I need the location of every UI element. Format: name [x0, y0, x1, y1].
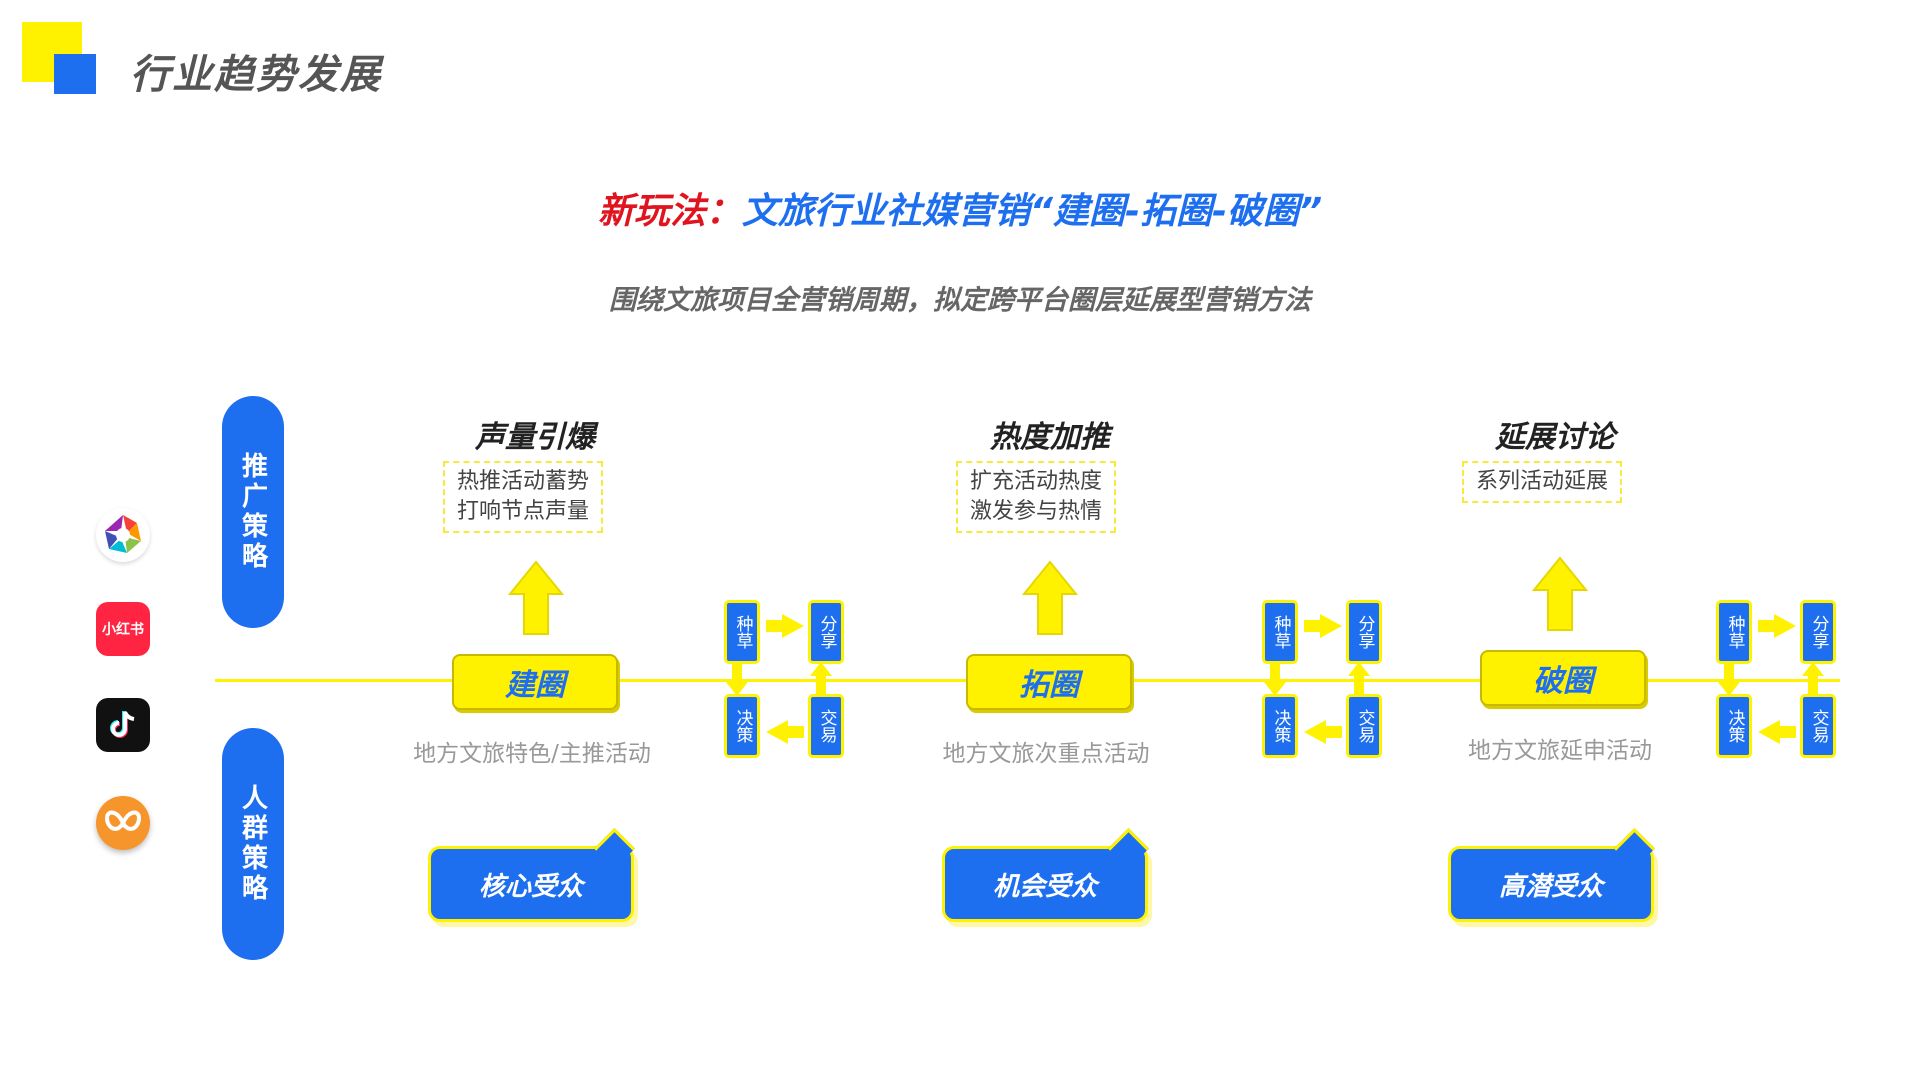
- cycle-3-share-box: 分享: [1800, 600, 1836, 664]
- page-title: 行业趋势发展: [130, 52, 382, 98]
- stage-2-description: 地方文旅次重点活动: [942, 741, 1150, 767]
- cycle-3-decide-box: 决策: [1716, 694, 1752, 758]
- cycle-3-trade-box: 交易: [1800, 694, 1836, 758]
- stage-1-box-line-2: 打响节点声量: [457, 499, 590, 524]
- stage-1-audience-button[interactable]: 核心受众: [428, 846, 634, 922]
- stage-1-description: 地方文旅特色/主推活动: [413, 741, 651, 767]
- stage-2-title: 热度加推: [990, 420, 1110, 455]
- headline-prefix: 新玩法：: [597, 191, 742, 232]
- xiaohongshu-app-icon: 小红书: [96, 602, 150, 656]
- cycle-1-seed-box: 种草: [724, 600, 760, 664]
- cycle-2-share-box: 分享: [1346, 600, 1382, 664]
- stage-1-box-line-1: 热推活动蓄势: [457, 469, 590, 494]
- cycle-1-arrows-icon: [726, 614, 832, 744]
- cycle-2-seed-box: 种草: [1262, 600, 1298, 664]
- cycle-3-arrows-icon: [1718, 614, 1824, 744]
- stage-2-circle-button[interactable]: 拓圈: [966, 654, 1132, 710]
- stage-1-circle-button[interactable]: 建圈: [452, 654, 618, 710]
- stage-2-dashed-box: 扩充活动热度 激发参与热情: [956, 461, 1117, 533]
- up-arrow-icon: [507, 560, 565, 635]
- stage-2-box-line-2: 激发参与热情: [970, 499, 1103, 524]
- stage-3-description: 地方文旅延申活动: [1468, 738, 1652, 764]
- logo-blue-square: [54, 54, 96, 94]
- stage-3-title: 延展讨论: [1495, 420, 1615, 455]
- audience-strategy-pill: 人群策略: [222, 728, 284, 960]
- stage-1-title: 声量引爆: [475, 420, 595, 455]
- cycle-2-arrows-icon: [1264, 614, 1370, 744]
- stage-2-audience-button[interactable]: 机会受众: [942, 846, 1148, 922]
- camera-shutter-app-icon: [96, 508, 150, 562]
- cycle-2-trade-box: 交易: [1346, 694, 1382, 758]
- orange-butterfly-app-icon: [96, 796, 150, 850]
- stage-3-audience-button[interactable]: 高潜受众: [1448, 846, 1654, 922]
- cycle-1-trade-box: 交易: [808, 694, 844, 758]
- headline: 新玩法：文旅行业社媒营销“建圈-拓圈-破圈”: [0, 182, 1920, 234]
- tiktok-app-icon: [96, 698, 150, 752]
- promotion-strategy-pill: 推广策略: [222, 396, 284, 628]
- cycle-1-decide-box: 决策: [724, 694, 760, 758]
- cycle-2-decide-box: 决策: [1262, 694, 1298, 758]
- up-arrow-icon: [1531, 556, 1589, 631]
- stage-1-dashed-box: 热推活动蓄势 打响节点声量: [443, 461, 604, 533]
- up-arrow-icon: [1021, 560, 1079, 635]
- stage-3-circle-button[interactable]: 破圈: [1480, 650, 1646, 706]
- cycle-1-share-box: 分享: [808, 600, 844, 664]
- cycle-3-seed-box: 种草: [1716, 600, 1752, 664]
- subtitle: 围绕文旅项目全营销周期，拟定跨平台圈层延展型营销方法: [609, 285, 1311, 316]
- stage-3-dashed-box: 系列活动延展: [1462, 461, 1623, 503]
- stage-2-box-line-1: 扩充活动热度: [970, 469, 1103, 494]
- stage-3-box-line-1: 系列活动延展: [1476, 469, 1609, 494]
- headline-main: 文旅行业社媒营销“建圈-拓圈-破圈”: [741, 191, 1323, 232]
